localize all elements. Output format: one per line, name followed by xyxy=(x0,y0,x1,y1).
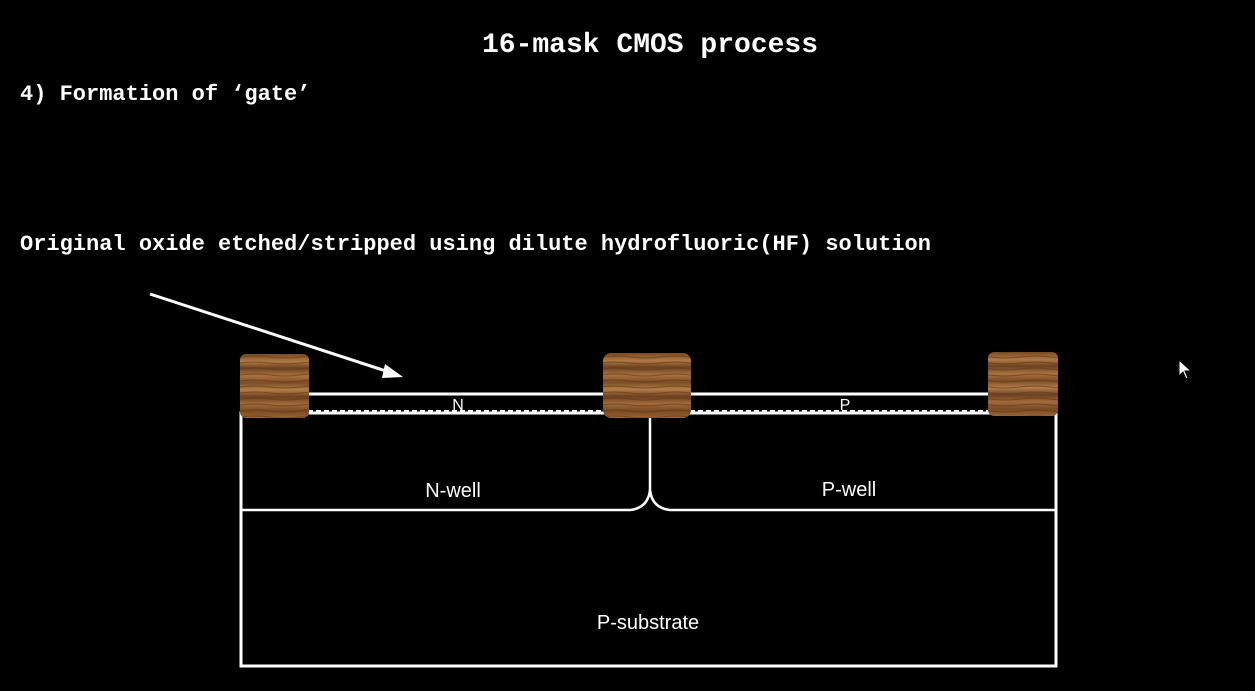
field-oxide-left xyxy=(240,354,309,418)
arrow-pointer-icon xyxy=(149,292,403,378)
n-diffusion-label: N xyxy=(452,397,464,414)
field-oxide-right xyxy=(988,352,1058,416)
mouse-cursor-icon xyxy=(1178,359,1193,380)
p-well-label: P-well xyxy=(822,479,876,501)
caption-text: Original oxide etched/stripped using dil… xyxy=(20,232,931,257)
well-boundary xyxy=(241,489,1056,512)
n-well-label: N-well xyxy=(425,480,481,502)
field-oxide-center xyxy=(603,353,691,418)
step-heading: 4) Formation of ‘gate’ xyxy=(20,82,311,107)
slide-title: 16-mask CMOS process xyxy=(481,30,819,61)
p-substrate-label: P-substrate xyxy=(597,612,699,634)
p-diffusion-label: P xyxy=(840,397,851,414)
